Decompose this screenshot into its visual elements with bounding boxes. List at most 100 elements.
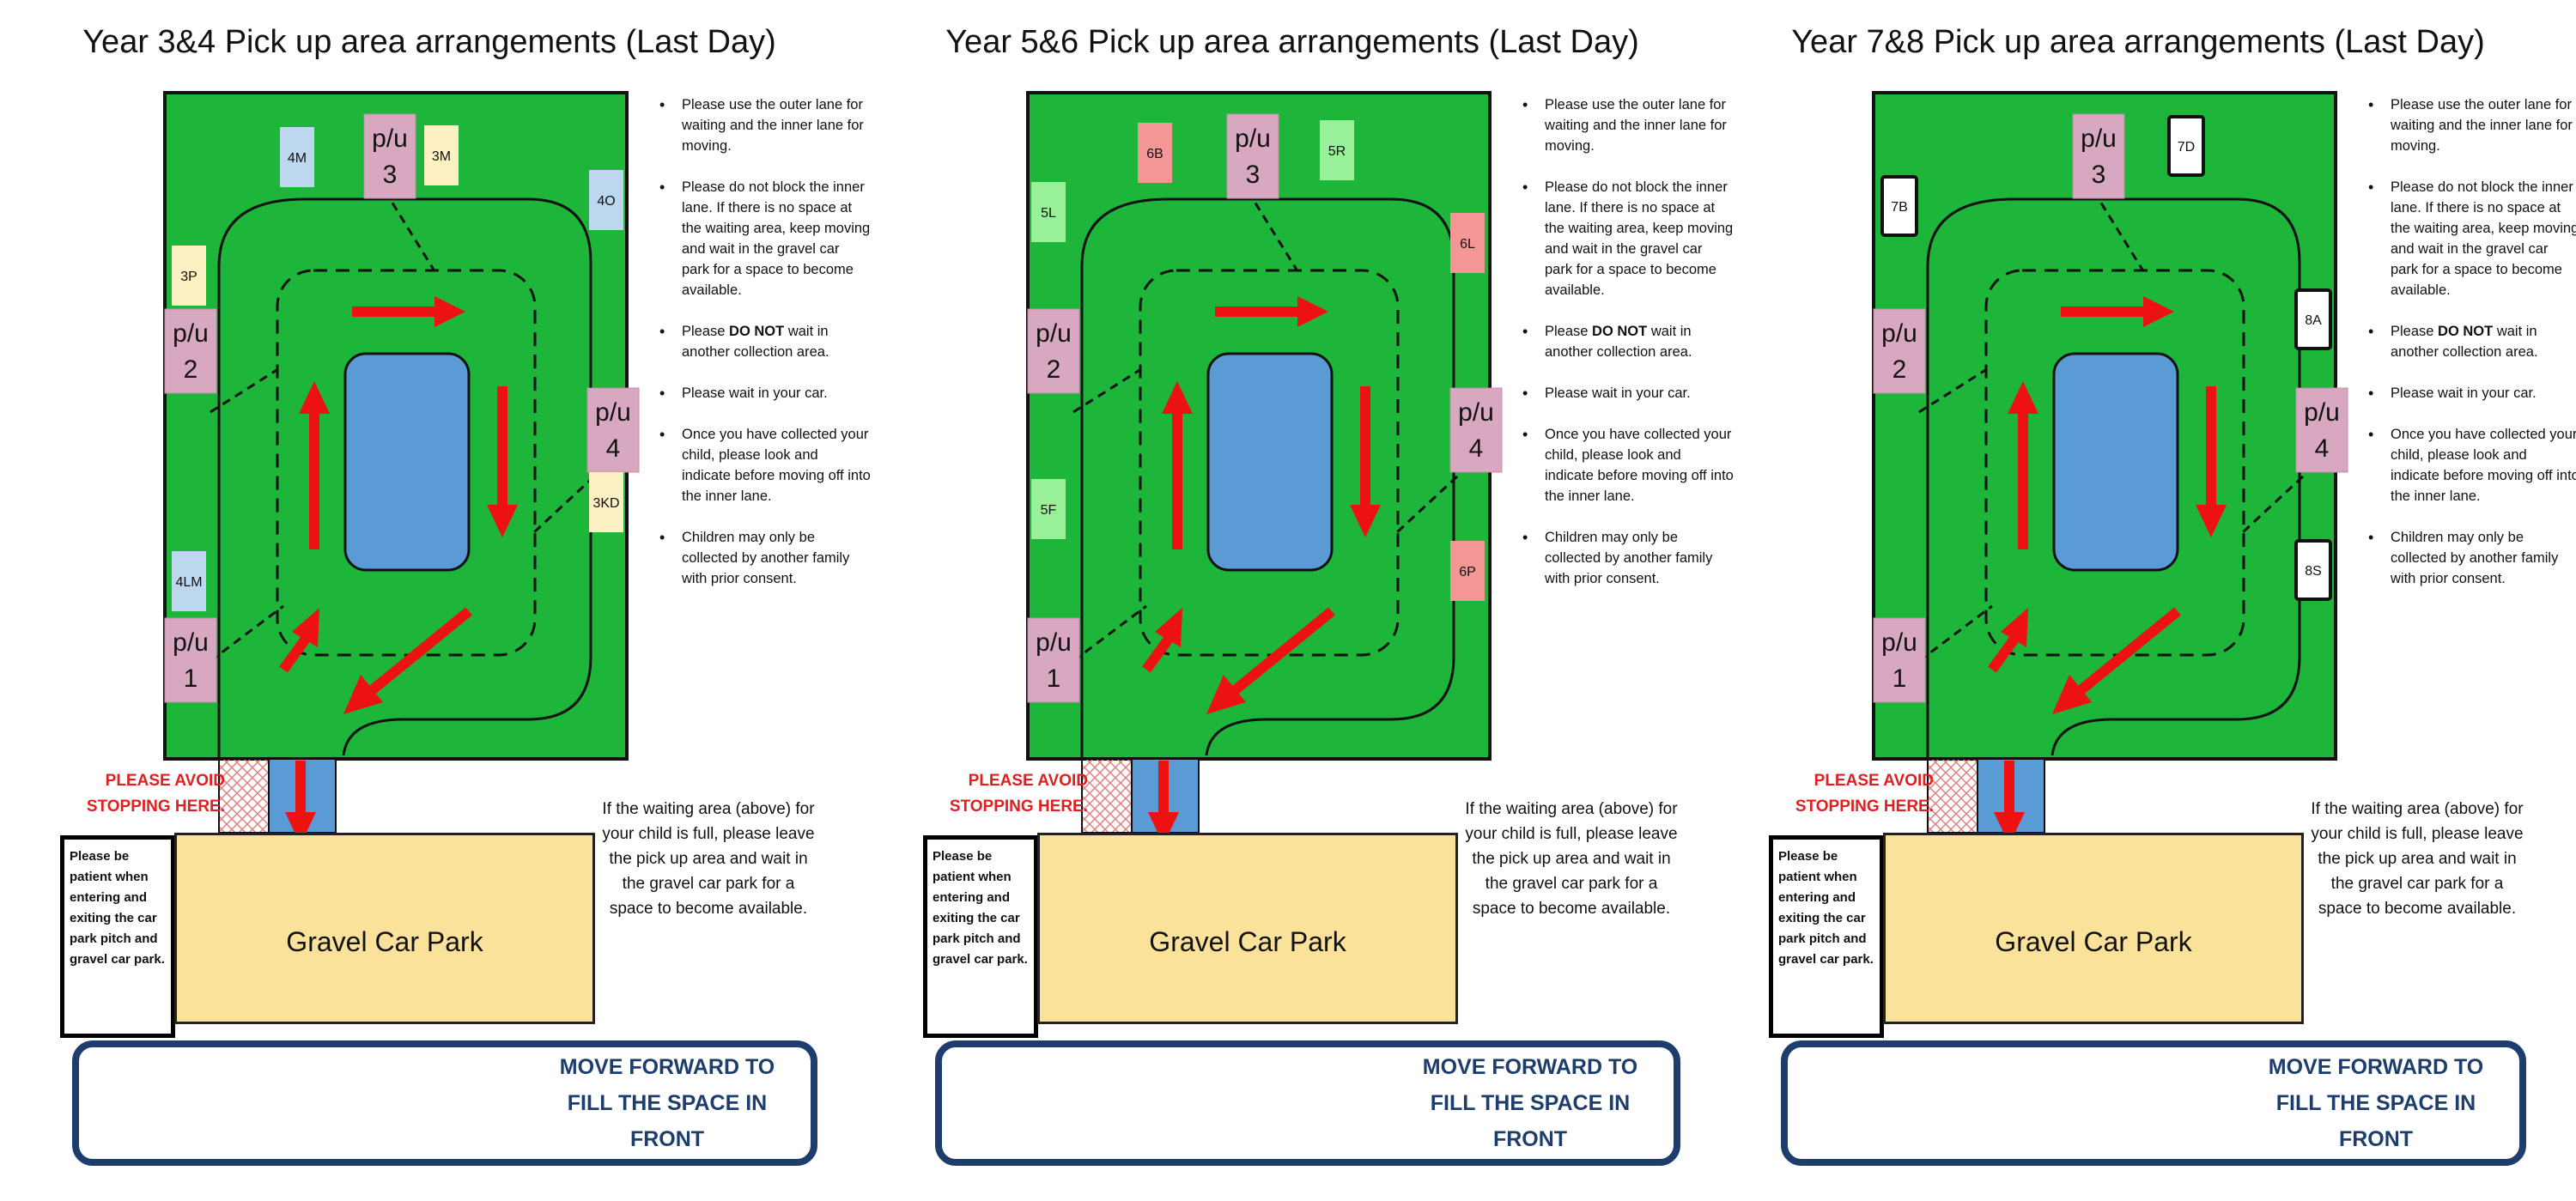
banner-text: MOVE FORWARD TO FILL THE SPACE IN FRONT — [1422, 1055, 1638, 1151]
instruction-item: Please wait in your car. — [2368, 383, 2576, 403]
class-zone-label: 7D — [2178, 140, 2195, 155]
pickup-number: 1 — [1893, 664, 1907, 693]
pickup-panel: Year 7&8 Pick up area arrangements (Last… — [1709, 0, 2576, 1201]
instructions-list: Please use the outer lane for waiting an… — [1522, 94, 1734, 610]
pickup-point-3: p/u3 — [1226, 113, 1279, 199]
class-zone-label: 4O — [597, 194, 615, 209]
pickup-label: p/u — [1036, 628, 1072, 657]
instructions-list: Please use the outer lane for waiting an… — [2368, 94, 2576, 610]
instruction-item: Please use the outer lane for waiting an… — [2368, 94, 2576, 156]
move-forward-banner: MOVE FORWARD TO FILL THE SPACE IN FRONT — [1781, 1040, 2526, 1166]
instruction-item: Please use the outer lane for waiting an… — [659, 94, 871, 156]
no-stopping-zone — [1081, 758, 1133, 834]
pickup-number: 2 — [1893, 355, 1907, 384]
waiting-note: If the waiting area (above) for your chi… — [602, 800, 815, 918]
lane-connectors — [210, 190, 596, 663]
traffic-arrows — [1988, 296, 2227, 714]
inner-lane — [276, 269, 537, 657]
avoid-stopping-warning: PLEASE AVOID STOPPING HERE. — [949, 772, 1088, 816]
class-zone-label: 4M — [288, 151, 307, 166]
class-zone-label: 6P — [1459, 565, 1476, 579]
class-zone: 3P — [172, 246, 206, 306]
pickup-label: p/u — [2304, 398, 2340, 427]
class-zone: 7D — [2167, 115, 2205, 177]
pickup-number: 1 — [184, 664, 198, 693]
pickup-number: 4 — [2315, 434, 2330, 463]
class-zones: 7D 7B 8A 8S — [1880, 115, 2332, 601]
gravel-car-park-label: Gravel Car Park — [1995, 926, 2192, 957]
pickup-panel: Year 5&6 Pick up area arrangements (Last… — [863, 0, 1734, 1201]
class-zone-label: 3P — [180, 270, 197, 284]
pickup-label: p/u — [1881, 319, 1917, 348]
instruction-item: Once you have collected your child, plea… — [1522, 424, 1734, 506]
waiting-note: If the waiting area (above) for your chi… — [1465, 800, 1678, 918]
class-zone-label: 4LM — [175, 575, 202, 590]
instruction-item: Please wait in your car. — [1522, 383, 1734, 403]
outer-lane — [1080, 197, 1455, 759]
pickup-number: 3 — [383, 161, 398, 189]
move-forward-banner: MOVE FORWARD TO FILL THE SPACE IN FRONT — [72, 1040, 817, 1166]
instructions-list: Please use the outer lane for waiting an… — [659, 94, 871, 610]
class-zone: 5F — [1031, 479, 1066, 539]
inner-lane — [1139, 269, 1400, 657]
class-zone-label: 3KD — [592, 496, 619, 511]
traffic-arrows — [1142, 296, 1381, 714]
pickup-points: p/u1p/u2p/u3p/u4 — [1027, 113, 1503, 703]
pickup-point-4: p/u 4 — [2295, 387, 2348, 473]
pickup-label: p/u — [173, 628, 209, 657]
panel-title: Year 7&8 Pick up area arrangements (Last… — [1791, 24, 2485, 60]
panel-title: Year 5&6 Pick up area arrangements (Last… — [945, 24, 1639, 60]
pickup-point-4: p/u4 — [1449, 387, 1503, 473]
move-forward-banner: MOVE FORWARD TO FILL THE SPACE IN FRONT — [935, 1040, 1680, 1166]
instruction-item: Please DO NOT wait in another collection… — [1522, 321, 1734, 362]
lane-connectors — [1918, 190, 2305, 663]
no-stopping-zone — [218, 758, 270, 834]
class-zone: 6L — [1450, 213, 1485, 273]
class-zone-label: 8S — [2305, 564, 2322, 579]
avoid-stopping-warning: PLEASE AVOID STOPPING HERE. — [1795, 772, 1934, 816]
banner-text: MOVE FORWARD TO FILL THE SPACE IN FRONT — [2268, 1055, 2484, 1151]
banner-text: MOVE FORWARD TO FILL THE SPACE IN FRONT — [559, 1055, 775, 1151]
gravel-car-park-label: Gravel Car Park — [286, 926, 483, 957]
pickup-point-3: p/u 3 — [363, 113, 416, 199]
class-zone-label: 6B — [1146, 147, 1163, 161]
pickup-panel: Year 3&4 Pick up area arrangements (Last… — [0, 0, 871, 1201]
class-zone: 6B — [1138, 123, 1172, 183]
class-zone: 5L — [1031, 182, 1066, 242]
pickup-point-3: p/u3 — [2072, 113, 2125, 199]
class-zone: 7B — [1880, 175, 1918, 237]
pickup-label: p/u — [1036, 319, 1072, 348]
patience-note: Please be patient when entering and exit… — [60, 835, 175, 1038]
instruction-item: Please DO NOT wait in another collection… — [659, 321, 871, 362]
avoid-stopping-warning: PLEASE AVOID STOPPING HERE. — [86, 772, 225, 816]
pickup-number: 3 — [1246, 161, 1261, 189]
pickup-number: 4 — [606, 434, 621, 463]
instruction-item: Once you have collected your child, plea… — [2368, 424, 2576, 506]
pond — [343, 352, 471, 572]
pickup-label: p/u — [372, 124, 408, 153]
pickup-number: 2 — [184, 355, 198, 384]
pickup-point-1: p/u 1 — [1873, 617, 1926, 703]
pickup-label: p/u — [173, 319, 209, 348]
pickup-label: p/u — [595, 398, 631, 427]
gravel-car-park-label: Gravel Car Park — [1149, 926, 1346, 957]
inner-lane — [1984, 269, 2245, 657]
instruction-item: Once you have collected your child, plea… — [659, 424, 871, 506]
class-zone-label: 7B — [1891, 200, 1908, 215]
pickup-label: p/u — [1881, 628, 1917, 657]
instruction-item: Please do not block the inner lane. If t… — [1522, 177, 1734, 300]
pickup-number: 1 — [1047, 664, 1061, 693]
pickup-point-2: p/u2 — [1027, 308, 1080, 394]
pickup-map: p/u 1 p/u 2 p/u3 p/u 4 7D 7B 8A 8S — [1785, 91, 2348, 1156]
instruction-item: Children may only be collected by anothe… — [1522, 527, 1734, 589]
instruction-item: Please do not block the inner lane. If t… — [2368, 177, 2576, 300]
gravel-car-park: Gravel Car Park — [1883, 833, 2304, 1024]
class-zone: 3KD — [589, 472, 623, 532]
instruction-item: Please DO NOT wait in another collection… — [2368, 321, 2576, 362]
class-zone: 4M — [280, 127, 314, 187]
class-zone-label: 8A — [2305, 313, 2322, 328]
pickup-point-2: p/u 2 — [1873, 308, 1926, 394]
pickup-points: p/u 1 p/u 2 p/u3 p/u 4 — [1873, 113, 2348, 703]
